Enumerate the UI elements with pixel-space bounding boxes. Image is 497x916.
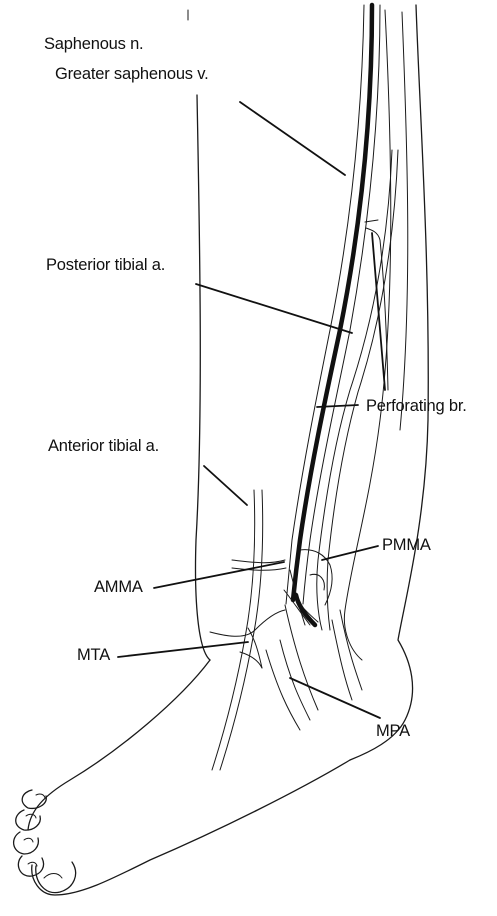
label-posterior-tibial-a: Posterior tibial a. bbox=[46, 256, 165, 275]
toes bbox=[14, 790, 76, 893]
saphenous-nerve-line bbox=[286, 5, 364, 604]
label-anterior-tibial-a: Anterior tibial a. bbox=[48, 437, 159, 456]
leader-mta bbox=[118, 642, 248, 657]
label-mpa: MPA bbox=[376, 722, 410, 741]
leader-anterior-tibial-a bbox=[204, 466, 247, 505]
leg-inner-contour bbox=[400, 12, 408, 430]
anterior-tibial-artery-2 bbox=[220, 490, 263, 770]
label-pmma: PMMA bbox=[382, 536, 431, 555]
leader-pmma bbox=[322, 546, 378, 560]
label-amma: AMMA bbox=[94, 578, 143, 597]
ankle-branches bbox=[210, 550, 362, 730]
label-greater-saphenous-v: Greater saphenous v. bbox=[55, 65, 208, 84]
leader-mpa bbox=[290, 678, 380, 718]
leader-perforating-br-vertical bbox=[372, 233, 385, 390]
leader-greater-saphenous-v bbox=[240, 102, 345, 175]
foot-dorsum-outline bbox=[28, 660, 210, 830]
anterior-tibial-artery bbox=[212, 490, 255, 770]
leg-anterior-outline bbox=[196, 95, 210, 660]
foot-sole-outline bbox=[32, 760, 350, 895]
leader-posterior-tibial-a bbox=[196, 284, 352, 333]
label-mta: MTA bbox=[77, 646, 110, 665]
label-saphenous-n: Saphenous n. bbox=[44, 35, 143, 54]
leader-amma bbox=[154, 562, 284, 588]
perforating-branch bbox=[366, 228, 388, 390]
label-perforating-br: Perforating br. bbox=[366, 397, 467, 416]
